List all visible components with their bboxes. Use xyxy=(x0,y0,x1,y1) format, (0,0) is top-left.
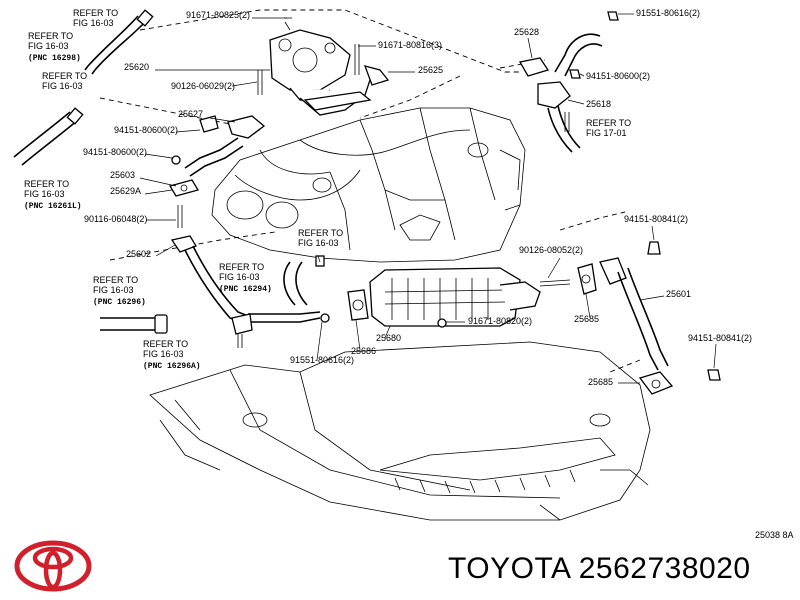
engine-block xyxy=(149,341,651,521)
part-label-l13: 90126-06029(2) xyxy=(171,81,235,91)
part-label-l29: FIG 16-03 xyxy=(93,285,134,295)
part-label-l11: 91671-80825(2) xyxy=(186,10,250,20)
pnc-label-p1: (PNC 16298) xyxy=(28,54,81,63)
part-label-l14: 91671-80816(3) xyxy=(378,40,442,50)
part-label-l40: 94151-80600(2) xyxy=(586,71,650,81)
part-label-l25: REFER TO xyxy=(219,262,264,272)
part-label-l36: 25680 xyxy=(376,333,401,343)
part-label-l01: REFER TO xyxy=(73,8,118,18)
part-label-l26: FIG 16-03 xyxy=(219,272,260,282)
part-label-l07: FIG 16-03 xyxy=(42,81,83,91)
brackets xyxy=(199,91,372,133)
pnc-labels: (PNC 16298) (PNC 16261L) (PNC 16294) (PNC 1… xyxy=(24,54,272,371)
part-label-l02: FIG 16-03 xyxy=(73,18,114,28)
part-label-l06: REFER TO xyxy=(42,71,87,81)
egr-pipe-right xyxy=(577,241,721,395)
part-label-l49: 25685 xyxy=(588,377,613,387)
part-label-l39: 25628 xyxy=(514,27,539,37)
part-label-l09: FIG 16-03 xyxy=(24,189,65,199)
part-label-l08: REFER TO xyxy=(24,179,69,189)
part-label-l28: REFER TO xyxy=(93,275,138,285)
diagram-code: 25038 8A xyxy=(755,530,794,540)
part-label-l18: 94151-80600(2) xyxy=(83,147,147,157)
toyota-logo-icon xyxy=(14,540,92,592)
part-label-l45: 90126-08052(2) xyxy=(519,245,583,255)
part-label-l21: 90116-06048(2) xyxy=(84,214,147,224)
toyota-logo xyxy=(14,540,92,592)
egr-pipe-left xyxy=(169,115,330,348)
part-label-l12: 25620 xyxy=(124,62,149,72)
part-number-caption: TOYOTA 2562738020 xyxy=(448,552,751,585)
part-label-l23: REFER TO xyxy=(298,228,343,238)
part-label-l37: 91671-80820(2) xyxy=(468,316,532,326)
part-label-l46: 25601 xyxy=(666,289,691,299)
part-label-l48: 94151-80841(2) xyxy=(688,333,752,343)
part-label-l41: 25618 xyxy=(586,99,611,109)
part-label-l47: 25685 xyxy=(574,314,599,324)
egr-pipe-top-right xyxy=(518,11,619,153)
part-label-l16: 25627 xyxy=(178,109,203,119)
egr-cooler xyxy=(347,267,571,328)
part-label-l32: FIG 16-03 xyxy=(143,349,184,359)
part-label-l43: FIG 17-01 xyxy=(586,128,627,138)
part-label-l15: 25625 xyxy=(418,65,443,75)
part-label-l38: 91551-80616(2) xyxy=(636,8,700,18)
part-label-l03: REFER TO xyxy=(28,31,73,41)
pnc-label-p3: (PNC 16294) xyxy=(219,285,272,294)
part-label-l20: 25629A xyxy=(110,186,141,196)
pnc-label-p4: (PNC 16296) xyxy=(93,298,146,307)
part-label-l04: FIG 16-03 xyxy=(28,41,69,51)
part-label-l35: 25686 xyxy=(351,346,376,356)
intake-manifold xyxy=(211,107,526,263)
part-label-l31: REFER TO xyxy=(143,339,188,349)
part-label-l42: REFER TO xyxy=(586,118,631,128)
part-label-l19: 25603 xyxy=(110,170,135,180)
pnc-label-p2: (PNC 16261L) xyxy=(24,202,82,211)
part-label-l34: 91551-80616(2) xyxy=(290,355,354,365)
part-label-l17: 94151-80600(2) xyxy=(114,125,178,135)
part-label-l22: 25602 xyxy=(126,249,151,259)
leader-lines xyxy=(139,13,717,384)
part-label-l24: FIG 16-03 xyxy=(298,238,339,248)
pnc-label-p5: (PNC 16296A) xyxy=(143,362,201,371)
part-label-l44: 94151-80841(2) xyxy=(624,214,688,224)
